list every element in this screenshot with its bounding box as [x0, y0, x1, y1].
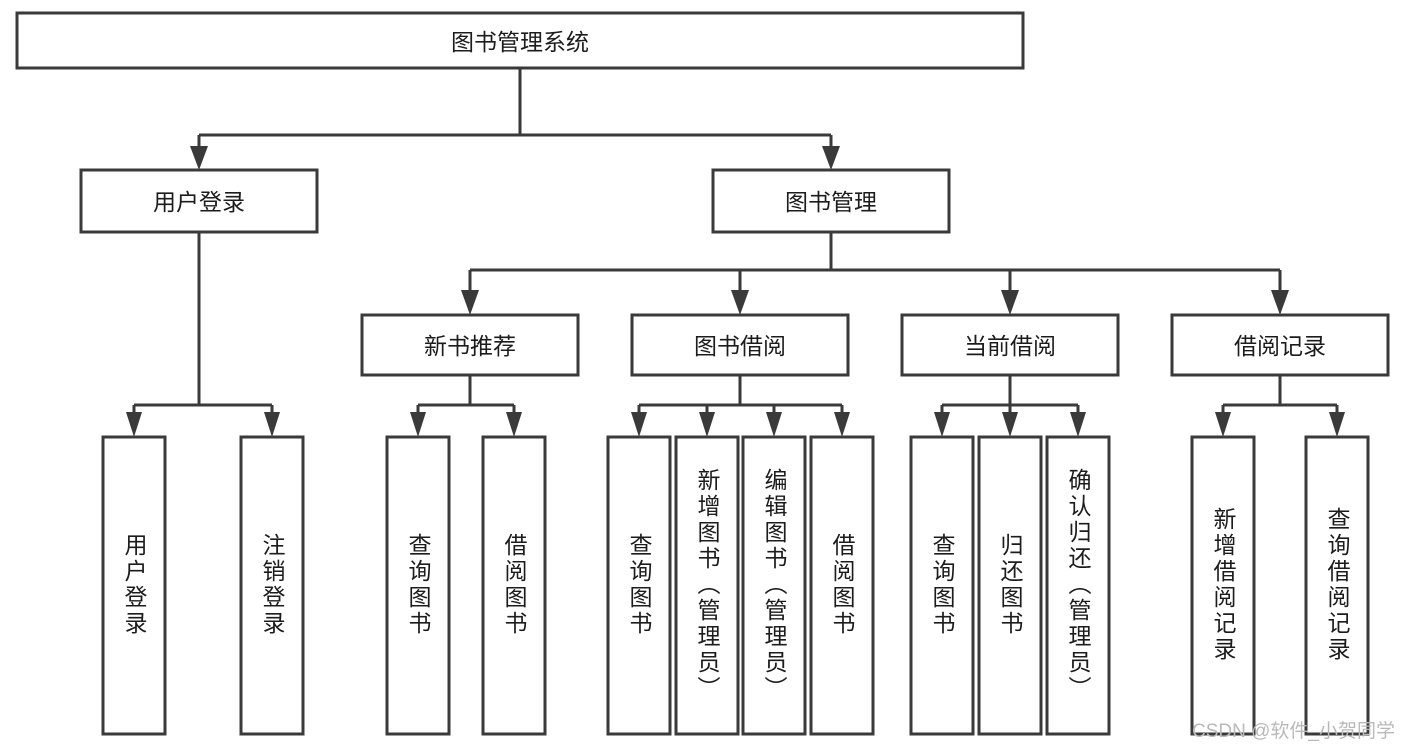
arrow-head-leaf-query-book-2 [631, 412, 647, 437]
arrow-head-leaf-query-book-3 [934, 412, 950, 437]
arrow-head-leaf-add-record [1215, 412, 1231, 437]
node-leaf-user-login-box[interactable] [101, 435, 167, 736]
node-leaf-return-book-label: 归还图书 [997, 533, 1024, 637]
node-leaf-query-book-2-label: 查询图书 [626, 533, 653, 637]
node-leaf-edit-book-label: 编辑图书（管理员） [761, 468, 788, 702]
connector-group-current-borrow [934, 375, 1086, 437]
node-leaf-return-book-box[interactable] [977, 435, 1043, 736]
arrow-head-leaf-borrow-book-2 [834, 412, 850, 437]
connector-group-borrow-record [1215, 375, 1345, 437]
node-leaf-user-login[interactable]: 用户登录 [101, 435, 167, 736]
node-leaf-query-book-3-label: 查询图书 [929, 533, 956, 637]
csdn-watermark: CSDN @软件_小贺同学 [1192, 721, 1395, 742]
arrow-head-borrow-record [1271, 290, 1289, 315]
node-root-box[interactable] [15, 11, 1025, 70]
node-new-book-recommend[interactable]: 新书推荐 [360, 313, 580, 377]
node-borrow-record-label: 借阅记录 [1234, 333, 1326, 359]
connector-group-book-management [461, 232, 1289, 315]
node-leaf-query-book-3[interactable]: 查询图书 [909, 435, 975, 736]
arrow-head-book-management [822, 146, 840, 170]
node-current-borrow-box[interactable] [900, 313, 1120, 377]
node-leaf-return-book[interactable]: 归还图书 [977, 435, 1043, 736]
node-current-borrow[interactable]: 当前借阅 [900, 313, 1120, 377]
node-book-borrow-label: 图书借阅 [694, 333, 786, 359]
node-leaf-add-book-box[interactable] [674, 435, 740, 736]
node-current-borrow-label: 当前借阅 [964, 333, 1056, 359]
node-root-label: 图书管理系统 [451, 29, 589, 55]
arrow-head-leaf-return-book [1002, 412, 1018, 437]
node-book-borrow[interactable]: 图书借阅 [630, 313, 850, 377]
node-leaf-user-logout[interactable]: 注销登录 [239, 435, 305, 736]
node-user-login[interactable]: 用户登录 [79, 168, 319, 234]
node-leaf-edit-book-box[interactable] [741, 435, 807, 736]
connector-group-book-borrow [631, 375, 850, 437]
node-leaf-query-book-2-box[interactable] [606, 435, 672, 736]
arrow-head-leaf-borrow-book-1 [506, 412, 522, 437]
arrow-head-leaf-edit-book [766, 412, 782, 437]
node-leaf-borrow-book-1-label: 借阅图书 [501, 533, 528, 637]
node-borrow-record-box[interactable] [1170, 313, 1390, 377]
node-borrow-record[interactable]: 借阅记录 [1170, 313, 1390, 377]
arrow-head-leaf-add-book [699, 412, 715, 437]
node-leaf-borrow-book-1-box[interactable] [481, 435, 547, 736]
node-leaf-borrow-book-2[interactable]: 借阅图书 [809, 435, 875, 736]
node-leaf-confirm-return-box[interactable] [1045, 435, 1111, 736]
node-leaf-query-book-3-box[interactable] [909, 435, 975, 736]
arrow-head-leaf-query-book-1 [410, 412, 426, 437]
node-leaf-borrow-book-2-label: 借阅图书 [829, 533, 856, 637]
node-book-management-label: 图书管理 [785, 189, 877, 215]
node-leaf-query-book-1-label: 查询图书 [405, 533, 432, 637]
node-leaf-add-book-label: 新增图书（管理员） [694, 468, 721, 702]
node-leaf-add-book[interactable]: 新增图书（管理员） [674, 435, 740, 736]
node-leaf-query-book-2[interactable]: 查询图书 [606, 435, 672, 736]
node-leaf-user-logout-label: 注销登录 [259, 533, 286, 637]
node-leaf-query-record-label: 查询借阅记录 [1324, 507, 1351, 663]
node-user-login-box[interactable] [79, 168, 319, 234]
node-new-book-recommend-box[interactable] [360, 313, 580, 377]
connector-group-new-book-recommend [410, 375, 522, 437]
node-leaf-confirm-return-label: 确认归还（管理员） [1065, 468, 1092, 702]
node-leaf-user-login-label: 用户登录 [121, 533, 148, 637]
node-leaf-add-record-label: 新增借阅记录 [1210, 507, 1237, 663]
connector-group-user-login [126, 232, 280, 437]
arrow-head-leaf-user-login [126, 412, 142, 437]
node-leaf-query-record-box[interactable] [1304, 435, 1370, 736]
node-book-management-box[interactable] [711, 168, 951, 234]
node-leaf-borrow-book-2-box[interactable] [809, 435, 875, 736]
arrow-head-leaf-query-record [1329, 412, 1345, 437]
node-book-management[interactable]: 图书管理 [711, 168, 951, 234]
node-leaf-query-book-1-box[interactable] [385, 435, 451, 736]
node-leaf-query-record[interactable]: 查询借阅记录 [1304, 435, 1370, 736]
node-leaf-add-record-box[interactable] [1190, 435, 1256, 736]
arrow-head-book-borrow [731, 290, 749, 315]
node-new-book-recommend-label: 新书推荐 [424, 333, 516, 359]
node-leaf-add-record[interactable]: 新增借阅记录 [1190, 435, 1256, 736]
node-book-borrow-box[interactable] [630, 313, 850, 377]
arrow-head-leaf-user-logout [264, 412, 280, 437]
node-leaf-edit-book[interactable]: 编辑图书（管理员） [741, 435, 807, 736]
arrow-head-new-book-recommend [461, 290, 479, 315]
connector-group-root [190, 68, 840, 170]
node-leaf-query-book-1[interactable]: 查询图书 [385, 435, 451, 736]
node-leaf-confirm-return[interactable]: 确认归还（管理员） [1045, 435, 1111, 736]
node-leaf-user-logout-box[interactable] [239, 435, 305, 736]
arrow-head-user-login [190, 146, 208, 170]
node-user-login-label: 用户登录 [153, 189, 245, 215]
node-leaf-borrow-book-1[interactable]: 借阅图书 [481, 435, 547, 736]
arrow-head-leaf-confirm-return [1070, 412, 1086, 437]
node-root[interactable]: 图书管理系统 [15, 11, 1025, 70]
arrow-head-current-borrow [1001, 290, 1019, 315]
